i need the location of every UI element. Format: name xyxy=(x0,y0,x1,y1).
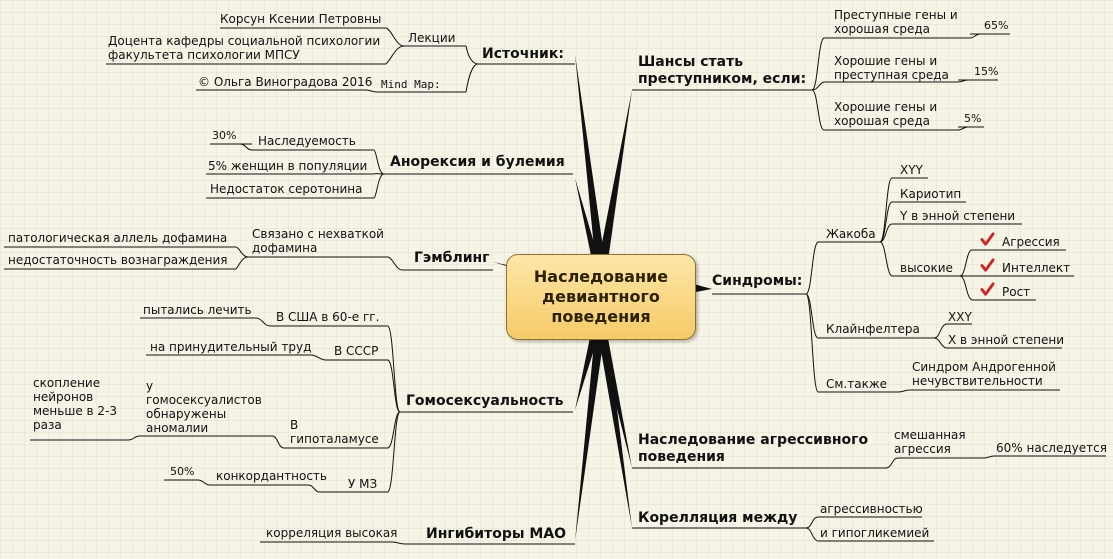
node-usa[interactable]: В США в 60-е гг. xyxy=(276,310,380,324)
node-lectures[interactable]: Лекции xyxy=(408,31,456,45)
node-mindmap[interactable]: Mind Map: xyxy=(381,78,441,91)
spoke-mao xyxy=(575,322,606,541)
node-ussr-detail[interactable]: на принудительный труд xyxy=(150,340,312,354)
node-author[interactable]: Корсун Ксении Петровны xyxy=(220,12,382,26)
node-mz[interactable]: У МЗ xyxy=(348,477,378,491)
branch-gambling[interactable]: Гэмблинг xyxy=(414,250,490,266)
node-ypower[interactable]: Y в энной степени xyxy=(900,209,1016,223)
node-allele[interactable]: патологическая аллель дофамина xyxy=(8,231,228,245)
node-xxy[interactable]: XXY xyxy=(948,310,972,324)
chance-value-3[interactable]: 5% xyxy=(964,112,982,125)
chance-value-2[interactable]: 15% xyxy=(974,65,999,78)
node-concordance[interactable]: конкордантность xyxy=(216,469,327,483)
node-aggressiveness[interactable]: агрессивностью xyxy=(820,502,923,516)
branch-homosexuality[interactable]: Гомосексуальность xyxy=(406,393,564,409)
trait-intellect[interactable]: Интеллект xyxy=(1002,261,1071,275)
branch-aggressive[interactable]: Наследование агрессивного поведения xyxy=(638,432,869,465)
branch-mao[interactable]: Ингибиторы МАО xyxy=(426,526,567,542)
checkmark-icon xyxy=(980,258,995,272)
spoke-source xyxy=(575,54,606,268)
checkmark-icon xyxy=(980,232,995,246)
node-xyy[interactable]: XYY xyxy=(900,163,923,177)
node-ussr[interactable]: В СССР xyxy=(334,344,379,358)
chance-value-1[interactable]: 65% xyxy=(984,19,1009,32)
node-copyright[interactable]: © Ольга Виноградова 2016 xyxy=(198,75,373,89)
checkmark-icon xyxy=(980,282,995,296)
node-karyotype[interactable]: Кариотип xyxy=(900,187,962,201)
node-jacobs[interactable]: Жакоба xyxy=(826,227,876,241)
node-usa-detail[interactable]: пытались лечить xyxy=(143,303,252,317)
node-position[interactable]: Доцента кафедры социальной психологии фа… xyxy=(108,34,381,62)
chance-item-2[interactable]: Хорошие гены и преступная среда xyxy=(834,54,949,82)
node-inherited[interactable]: 60% наследуется xyxy=(996,441,1107,455)
node-heritability-value[interactable]: 30% xyxy=(212,129,237,142)
branch-correlation[interactable]: Корелляция между xyxy=(638,510,798,526)
branch-anorexia[interactable]: Анорексия и булемия xyxy=(390,154,565,170)
chance-item-3[interactable]: Хорошие гены и хорошая среда xyxy=(834,100,938,128)
node-mao-correlation[interactable]: корреляция высокая xyxy=(266,526,398,540)
branch-syndromes[interactable]: Синдромы: xyxy=(712,273,803,289)
node-hypothalamus[interactable]: В гипоталамусе xyxy=(290,418,379,446)
node-androgen[interactable]: Синдром Андрогенной нечувствительности xyxy=(912,360,1056,388)
spoke-anorexia xyxy=(575,178,602,270)
node-tall[interactable]: высокие xyxy=(900,261,953,275)
node-dopamine[interactable]: Связано с нехваткой дофамина xyxy=(252,227,384,255)
spoke-chances xyxy=(597,90,632,268)
node-mixed[interactable]: смешанная агрессия xyxy=(894,428,966,456)
central-topic-title: Наследование девиантного поведения xyxy=(533,267,669,326)
node-neurons[interactable]: скопление нейронов меньше в 2-3 раза xyxy=(33,376,118,432)
spoke-correlation xyxy=(596,322,632,528)
branch-source[interactable]: Источник: xyxy=(482,46,564,62)
node-concordance-value[interactable]: 50% xyxy=(170,465,195,478)
central-topic[interactable]: Наследование девиантного поведения xyxy=(506,254,696,340)
node-klinefelter[interactable]: Клайнфелтера xyxy=(826,322,920,336)
node-reward[interactable]: недостаточность вознаграждения xyxy=(8,253,228,267)
trait-height[interactable]: Рост xyxy=(1002,285,1031,299)
node-xpower[interactable]: X в энной степени xyxy=(948,333,1064,347)
chance-item-1[interactable]: Преступные гены и хорошая среда xyxy=(834,8,958,36)
node-see-also[interactable]: См.также xyxy=(826,377,888,391)
node-women[interactable]: 5% женщин в популяции xyxy=(208,159,368,173)
branch-chances[interactable]: Шансы стать преступником, если: xyxy=(638,54,807,87)
node-heritability[interactable]: Наследуемость xyxy=(258,134,356,148)
node-hypothalamus-detail[interactable]: у гомосексуалистов обнаружены аномалии xyxy=(146,379,262,435)
trait-aggression[interactable]: Агрессия xyxy=(1002,235,1060,249)
node-serotonin[interactable]: Недостаток серотонина xyxy=(210,182,363,196)
node-hypoglycemia[interactable]: и гипогликемией xyxy=(820,526,930,540)
